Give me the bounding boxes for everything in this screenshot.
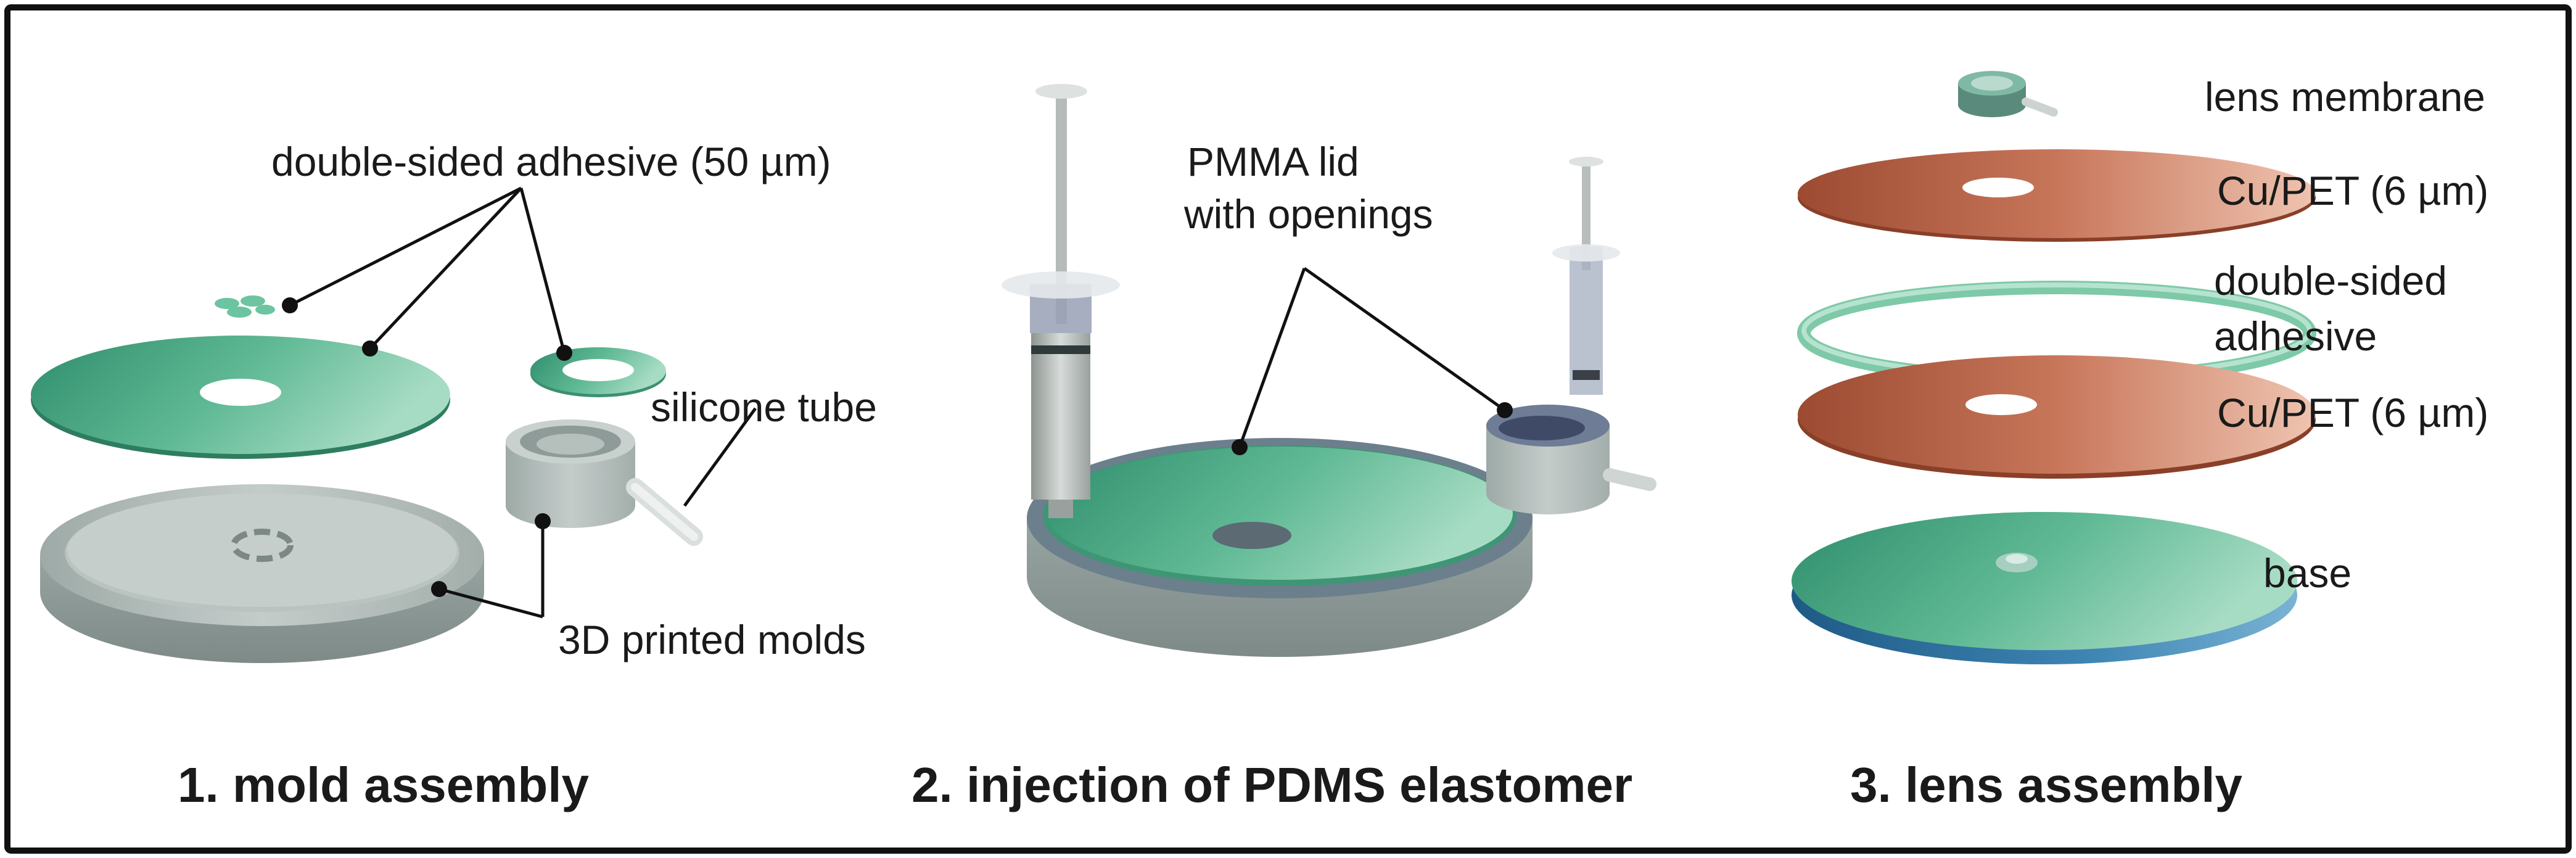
mold-base	[40, 484, 484, 663]
large-syringe	[1002, 84, 1120, 518]
lens-base	[1792, 512, 2297, 664]
caption-injection: 2. injection of PDMS elastomer	[911, 757, 1632, 812]
leader-mold-base	[438, 587, 543, 619]
leader-adhesive-pieces	[289, 186, 522, 307]
label-silicone-tube: silicone tube	[651, 384, 877, 430]
adhesive-ring	[530, 347, 666, 397]
panel-lens-assembly: lens membrane Cu/PET (6 µm) double-sided…	[1792, 71, 2488, 812]
label-adhesive-line1: double-sided	[2214, 258, 2447, 303]
label-cupet-top: Cu/PET (6 µm)	[2217, 168, 2488, 213]
label-pmma-lid-line1: PMMA lid	[1187, 139, 1359, 184]
cupet-top	[1798, 149, 2316, 242]
caption-lens-assembly: 3. lens assembly	[1850, 757, 2242, 812]
small-adhesive-pieces	[215, 295, 275, 318]
label-pmma-lid-line2: with openings	[1183, 191, 1433, 237]
leader-adhesive-ring	[519, 188, 566, 353]
silicone-tube	[626, 478, 703, 546]
leader-tube	[683, 407, 757, 507]
small-syringe-cup	[1486, 157, 1656, 514]
cupet-bottom	[1798, 355, 2316, 479]
pmma-dish	[1027, 438, 1533, 657]
panel-mold-assembly: double-sided adhesive (50 µm) silicone t…	[31, 139, 877, 812]
label-adhesive-line2: adhesive	[2214, 313, 2377, 359]
caption-mold-assembly: 1. mold assembly	[178, 757, 589, 812]
adhesive-disc	[31, 336, 450, 459]
label-double-sided-adhesive: double-sided adhesive (50 µm)	[271, 139, 831, 184]
label-cupet-bottom: Cu/PET (6 µm)	[2217, 390, 2488, 435]
panel-injection: PMMA lid with openings 2. injection of P…	[911, 84, 1656, 812]
label-3d-printed-molds: 3D printed molds	[558, 617, 866, 662]
cup-mold	[506, 419, 635, 528]
lens-membrane	[1958, 71, 2058, 117]
leader-lid-cup	[1303, 266, 1506, 412]
leader-lid-dish	[1238, 268, 1306, 448]
label-lens-membrane: lens membrane	[2205, 74, 2485, 120]
leader-adhesive-disc	[369, 187, 522, 350]
label-base: base	[2263, 550, 2352, 596]
